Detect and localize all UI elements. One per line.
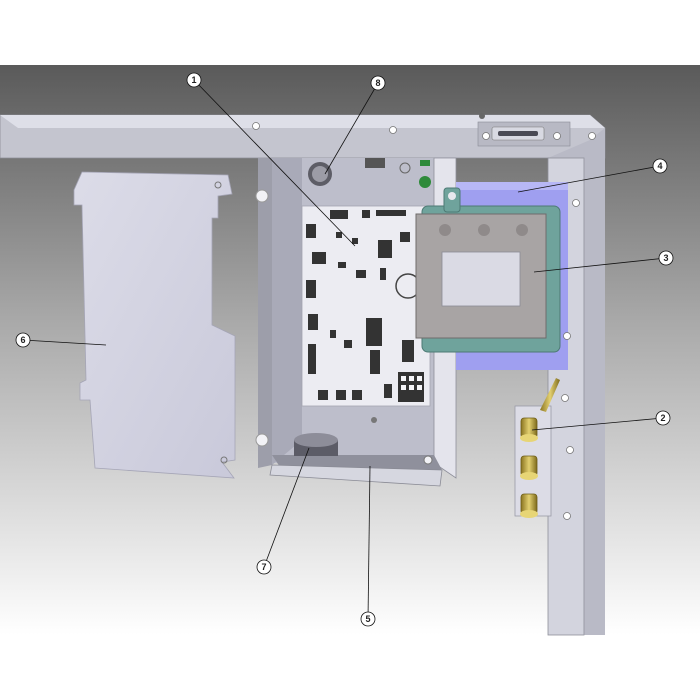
callout-8: 8 [370, 75, 386, 91]
callout-3: 3 [658, 250, 674, 266]
callout-label: 1 [191, 75, 196, 85]
callout-1: 1 [186, 72, 202, 88]
callout-label: 7 [261, 562, 266, 572]
wire-grommet [294, 433, 338, 456]
callout-label: 8 [375, 78, 380, 88]
callout-label: 5 [365, 614, 370, 624]
leader-line-3 [533, 257, 667, 273]
callout-7: 7 [256, 559, 272, 575]
leader-line-1 [193, 79, 356, 247]
callouts: 1 2 3 4 5 6 7 8 [15, 72, 674, 627]
callout-label: 3 [663, 253, 668, 263]
control-board [301, 205, 431, 423]
frame-screws [252, 122, 596, 520]
callout-4: 4 [652, 158, 668, 174]
leader-line-8 [324, 82, 379, 175]
callout-5: 5 [360, 611, 376, 627]
leader-line-2 [531, 417, 664, 431]
control-box-cover [73, 171, 236, 479]
callout-label: 6 [20, 335, 25, 345]
transformer [415, 187, 561, 353]
leader-line-5 [367, 465, 371, 620]
callout-label: 2 [660, 413, 665, 423]
leader-lines [22, 79, 667, 620]
callout-6: 6 [15, 332, 31, 348]
leader-line-4 [517, 165, 661, 193]
callout-label: 4 [657, 161, 662, 171]
callout-2: 2 [655, 410, 671, 426]
leader-line-7 [263, 447, 310, 568]
frame-top-rail [0, 113, 606, 159]
gas-valve-fittings [514, 378, 560, 518]
leader-line-6 [22, 339, 107, 346]
top-grommet [308, 162, 332, 186]
